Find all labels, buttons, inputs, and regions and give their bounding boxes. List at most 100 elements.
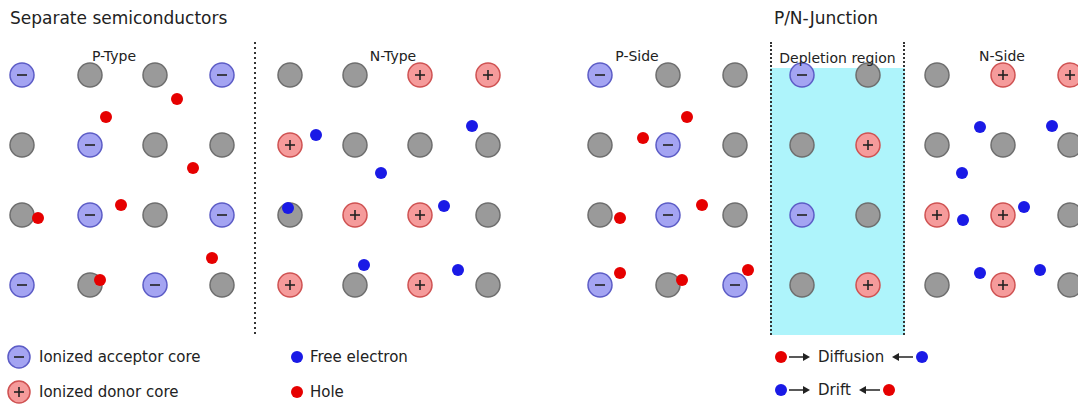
atom-core (476, 273, 500, 297)
legend-swatch (291, 386, 303, 398)
depletion-band-fill (770, 68, 905, 335)
atom-core (588, 63, 612, 87)
arrow-head (892, 353, 899, 361)
carrier-dot (916, 351, 928, 363)
atom-core (991, 203, 1015, 227)
atom-core (656, 63, 680, 87)
charge-sign (217, 74, 227, 76)
label-slot: N-Side (979, 48, 1025, 64)
core-circle (8, 381, 30, 403)
atom-core (856, 133, 880, 157)
charge-sign (17, 74, 27, 76)
core-symbol (6, 344, 32, 370)
atom-core (476, 63, 500, 87)
atom-core (10, 133, 34, 157)
atom-core (278, 203, 302, 227)
arrow-shaft (898, 356, 913, 358)
hole (100, 111, 112, 123)
legend-entry: Free electron (291, 344, 408, 370)
legend-text: Diffusion (818, 348, 884, 366)
atom-core (925, 273, 949, 297)
flow-arrow-left (891, 350, 929, 364)
arrow-shaft (789, 389, 804, 391)
atom-core (790, 203, 814, 227)
atom-core (78, 203, 102, 227)
atom-core (790, 63, 814, 87)
region-label: P-Type (92, 48, 136, 64)
carrier-dot (775, 384, 787, 396)
legend-entry: Hole (291, 379, 344, 405)
atom-core (10, 63, 34, 87)
flow-arrow-right (775, 350, 811, 364)
charge-sign (419, 280, 421, 290)
atom-core (143, 63, 167, 87)
charge-sign (663, 144, 673, 146)
atom-core (925, 63, 949, 87)
charge-sign (289, 280, 291, 290)
charge-sign (85, 214, 95, 216)
hole (115, 199, 127, 211)
charge-sign (730, 284, 740, 286)
charge-sign (289, 140, 291, 150)
free-electron (282, 202, 294, 214)
charge-sign (797, 74, 807, 76)
separator-line (254, 42, 256, 335)
atom-core (1058, 63, 1078, 87)
atom-core (588, 133, 612, 157)
hole (94, 274, 106, 286)
atom-core (408, 273, 432, 297)
free-electron (1046, 120, 1058, 132)
atom-core (143, 133, 167, 157)
hole (742, 264, 754, 276)
flow-arrow-right (775, 383, 811, 397)
charge-sign (419, 210, 421, 220)
hole (696, 199, 708, 211)
panel-heading: Separate semiconductors (10, 8, 227, 28)
charge-sign (797, 214, 807, 216)
atom-core (343, 203, 367, 227)
atom-core (408, 203, 432, 227)
region-label: N-Side (979, 48, 1025, 64)
charge-sign (663, 214, 673, 216)
charge-sign (85, 144, 95, 146)
charge-sign (419, 70, 421, 80)
atom-core (588, 273, 612, 297)
charge-sign (867, 140, 869, 150)
atom-core (856, 63, 880, 87)
charge-sign (1002, 280, 1004, 290)
legend-text: Ionized donor core (39, 383, 178, 401)
arrow-head (803, 353, 810, 361)
atom-core (278, 273, 302, 297)
atom-core (1058, 203, 1078, 227)
free-electron (1034, 264, 1046, 276)
charge-sign (1069, 70, 1071, 80)
atom-core (925, 133, 949, 157)
atom-core (588, 203, 612, 227)
atom-core (723, 273, 747, 297)
charge-sign (14, 356, 24, 358)
atom-core (991, 273, 1015, 297)
free-electron (974, 121, 986, 133)
free-electron (452, 264, 464, 276)
core-circle (8, 346, 30, 368)
free-electron (974, 267, 986, 279)
crystal-lattice (10, 63, 1078, 297)
hole (206, 252, 218, 264)
atom-core (343, 63, 367, 87)
charge-sign (1002, 70, 1004, 80)
atom-core (723, 63, 747, 87)
atom-core (476, 133, 500, 157)
region-label: N-Type (370, 48, 416, 64)
charge-sign (487, 70, 489, 80)
atom-core (210, 273, 234, 297)
free-electron (375, 167, 387, 179)
atom-core (856, 203, 880, 227)
legend-entry: Ionized donor core (6, 379, 178, 405)
legend-entry: Diffusion (775, 344, 929, 370)
atom-core (78, 63, 102, 87)
atom-core (343, 133, 367, 157)
label-slot: Separate semiconductors (10, 8, 227, 28)
legend-entry: Drift (775, 377, 896, 403)
hole (32, 212, 44, 224)
